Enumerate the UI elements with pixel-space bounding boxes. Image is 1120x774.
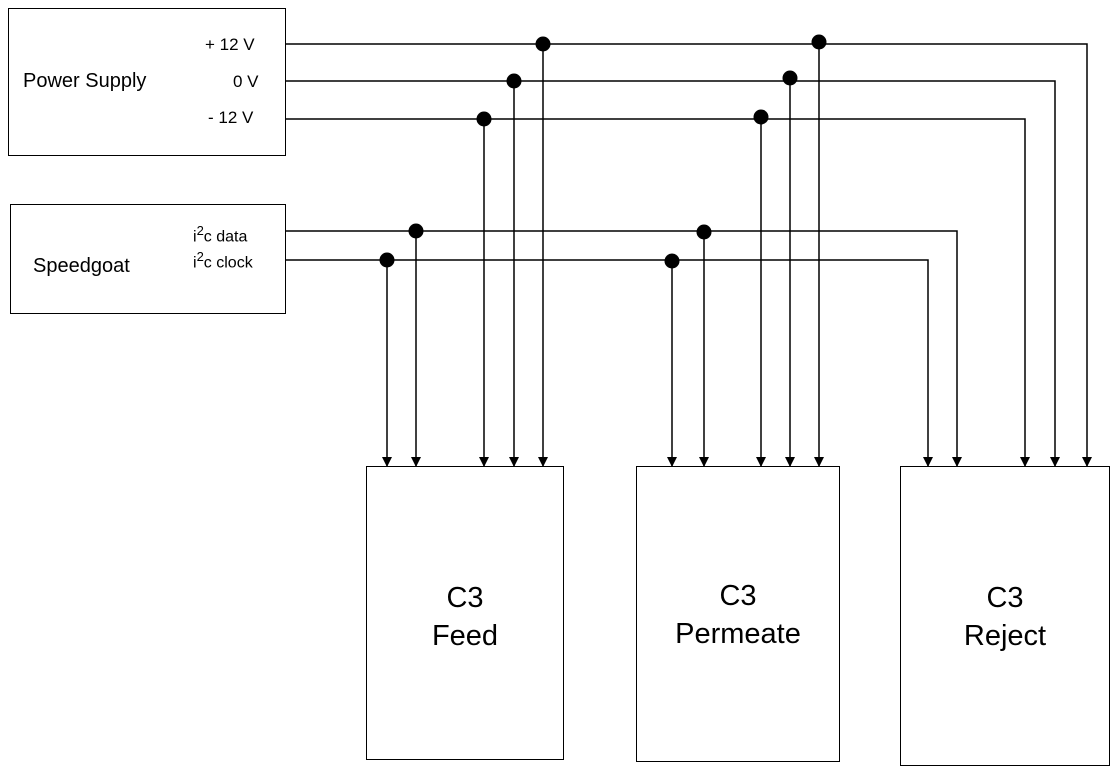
c3-feed-line1: C3	[446, 582, 484, 614]
pin-plus-12v-label: + 12 V	[205, 35, 255, 54]
power-supply-title: Power Supply	[23, 70, 147, 92]
wire-plus12v-to-reject	[286, 43, 1092, 467]
pin-minus-12v-label: - 12 V	[208, 108, 254, 127]
wire-0v-to-reject	[286, 80, 1060, 467]
c3-reject-line1: C3	[986, 582, 1024, 614]
wire-minus12v-to-reject	[286, 118, 1030, 467]
junction-dot	[476, 111, 492, 127]
junction-dot	[664, 253, 680, 269]
junction-dot	[535, 36, 551, 52]
c3-permeate-label: C3 Permeate	[637, 577, 839, 653]
junction-dot	[408, 223, 424, 239]
junction-dot	[379, 252, 395, 268]
speedgoat-title: Speedgoat	[33, 255, 130, 277]
c3-reject-line2: Reject	[963, 620, 1047, 652]
c3-permeate-line1: C3	[719, 580, 757, 612]
junction-dot	[811, 34, 827, 50]
c3-feed-block: C3 Feed	[366, 466, 564, 760]
pin-0v-label: 0 V	[233, 72, 259, 91]
wire-i2c-clock-to-reject	[286, 259, 933, 467]
c3-permeate-line2: Permeate	[675, 618, 801, 650]
junction-dot	[506, 73, 522, 89]
wire-i2c-data-to-reject	[286, 230, 962, 467]
pin-i2c-data-label: i2c data	[193, 223, 248, 246]
c3-permeate-block: C3 Permeate	[636, 466, 840, 762]
c3-reject-label: C3 Reject	[901, 579, 1109, 655]
c3-reject-block: C3 Reject	[900, 466, 1110, 766]
junction-dot	[753, 109, 769, 125]
c3-feed-label: C3 Feed	[367, 579, 563, 655]
junction-dot	[782, 70, 798, 86]
pin-i2c-clock-label: i2c clock	[193, 249, 253, 272]
power-supply-block: Power Supply + 12 V 0 V - 12 V	[8, 8, 286, 156]
junction-dot	[696, 224, 712, 240]
c3-feed-line2: Feed	[431, 620, 499, 652]
speedgoat-block: Speedgoat i2c data i2c clock	[10, 204, 286, 314]
